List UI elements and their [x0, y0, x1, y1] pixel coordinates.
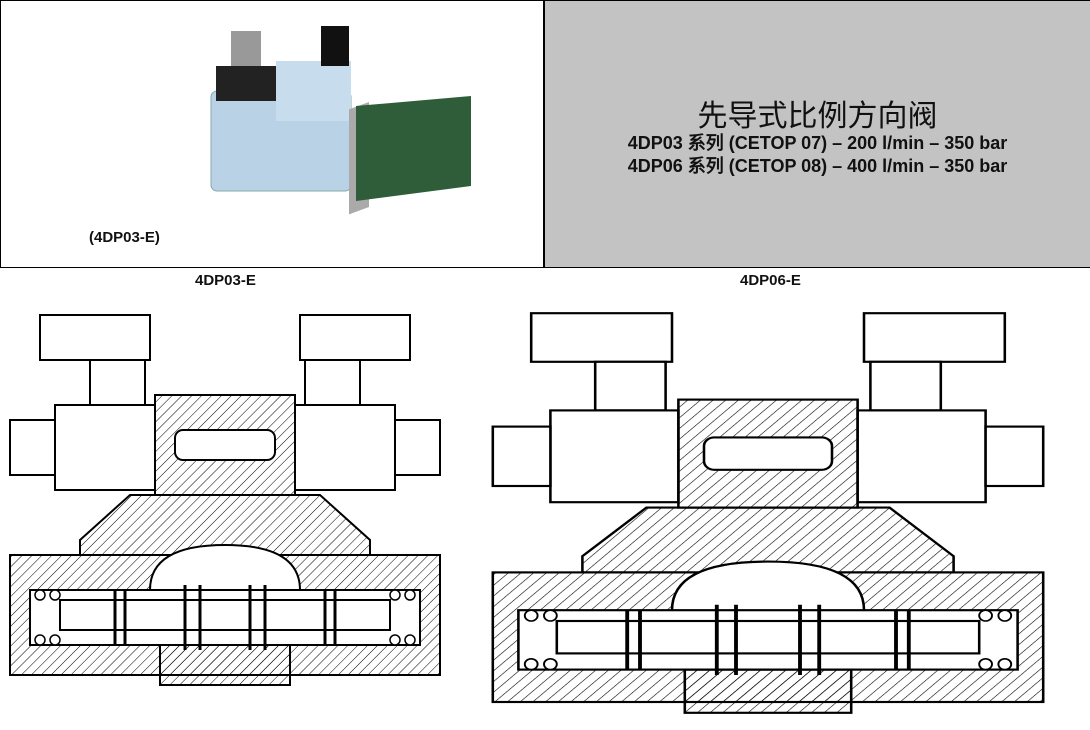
section-drawing-4dp06	[490, 311, 1046, 715]
product-photo	[210, 26, 471, 215]
product-photo-panel: (4DP03-E)	[0, 0, 544, 268]
series-line-1: 4DP03 系列 (CETOP 07) – 200 l/min – 350 ba…	[627, 133, 1008, 153]
product-caption: (4DP03-E)	[89, 229, 160, 246]
section-drawing-4dp03	[8, 313, 442, 687]
header-panel: 先导式比例方向阀 4DP03 系列 (CETOP 07) – 200 l/min…	[544, 0, 1090, 268]
page-title: 先导式比例方向阀	[697, 100, 938, 133]
series-line-2: 4DP06 系列 (CETOP 08) – 400 l/min – 350 ba…	[627, 156, 1008, 176]
drawing-label-4dp06: 4DP06-E	[740, 272, 801, 289]
drawing-label-4dp03: 4DP03-E	[195, 272, 256, 289]
